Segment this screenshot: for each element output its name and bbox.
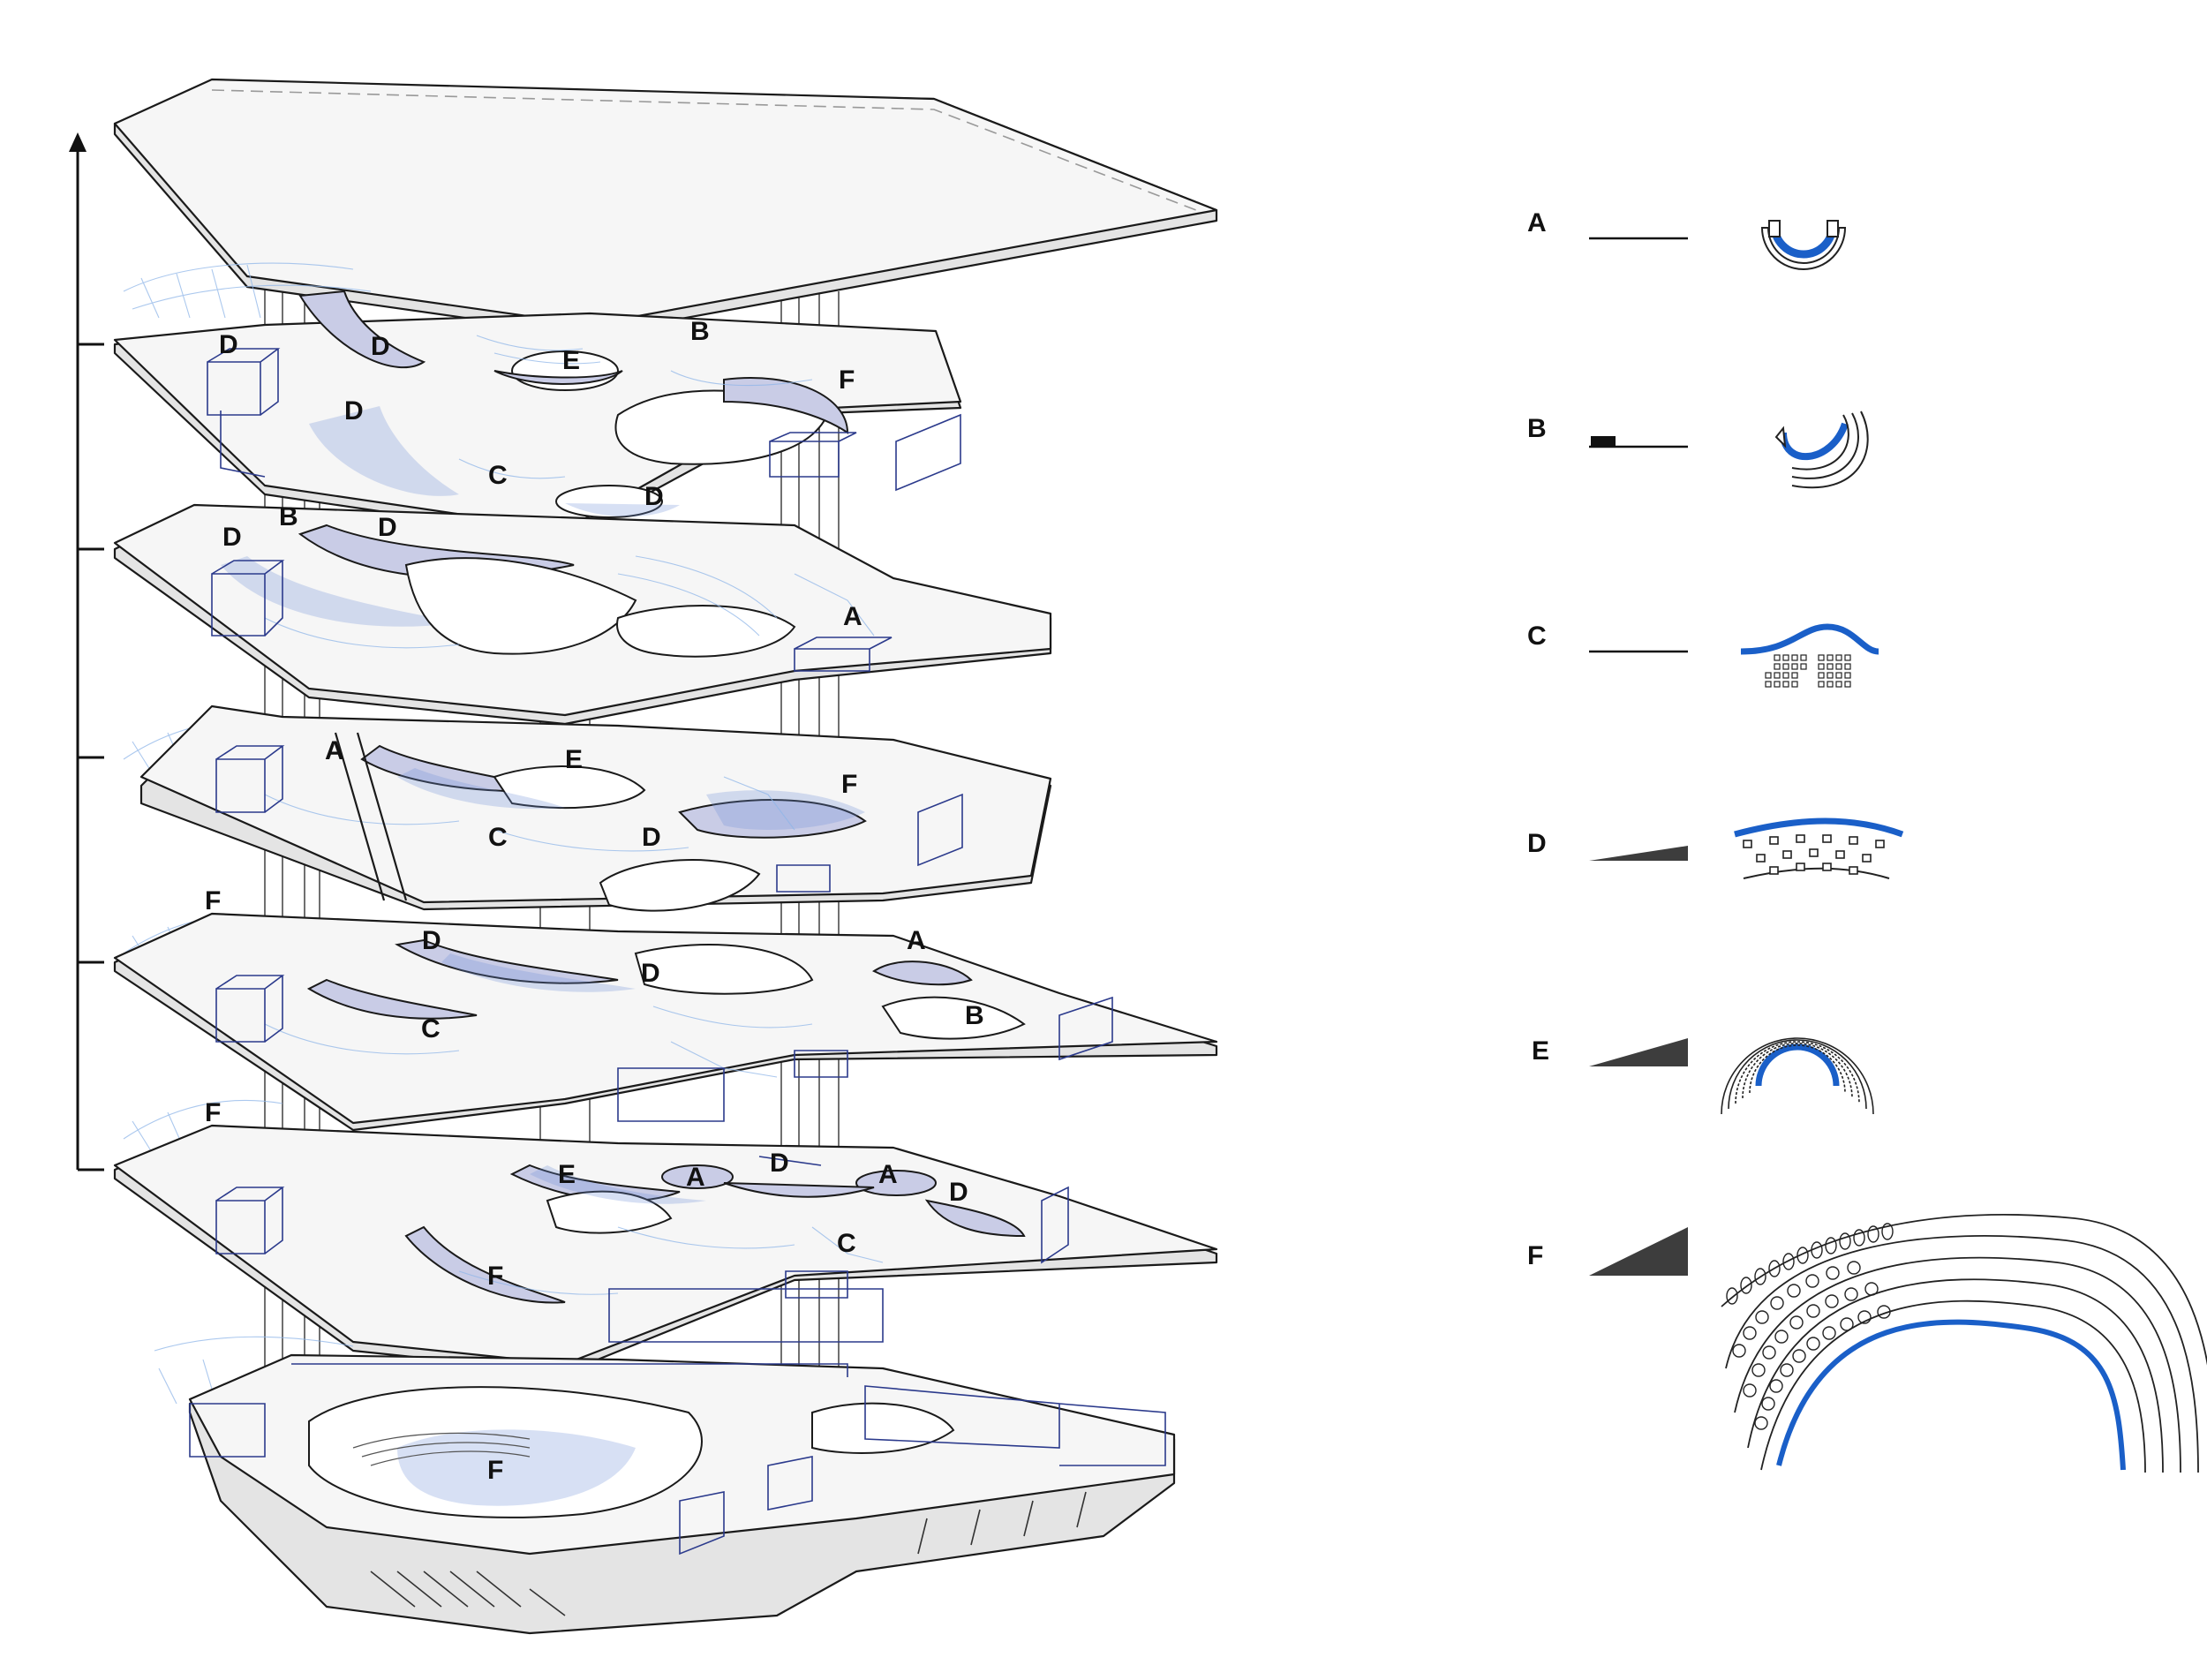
floor-label: E [558, 1160, 576, 1189]
floor-label: A [878, 1160, 898, 1189]
legend-row-a: A [1527, 208, 1847, 270]
double-curved-bench-icon [1774, 411, 1869, 489]
ring-auditorium-icon [1721, 1037, 1874, 1115]
floor-label: D [344, 396, 364, 426]
legend-row-b: B [1527, 411, 1869, 489]
arc-audience-seats-icon [1734, 817, 1904, 879]
floor-label: E [562, 346, 580, 375]
step-slope-icon [1589, 436, 1688, 448]
floor-label: F [205, 886, 221, 915]
wave-seating-grid-icon [1740, 623, 1879, 688]
building-tower: D D E B F D C D D B D A A E F C D F D A … [113, 78, 1218, 1635]
legend-letter: D [1527, 829, 1547, 858]
floor-label: D [222, 523, 242, 552]
floor-label: D [422, 926, 441, 955]
gentle-slope-icon [1589, 846, 1688, 861]
floor-label: F [205, 1098, 221, 1127]
floor-label: D [770, 1149, 789, 1178]
legend-letter: F [1527, 1241, 1543, 1270]
floor-label: D [642, 823, 661, 852]
floor-label: D [949, 1178, 968, 1207]
floor-label: B [965, 1001, 984, 1030]
steep-slope-icon [1589, 1227, 1688, 1276]
floor-level-3 [123, 704, 1052, 912]
floor-label: B [690, 317, 710, 346]
floor-label: A [325, 736, 344, 765]
floor-label: D [219, 330, 238, 359]
medium-slope-icon [1589, 1038, 1688, 1066]
floor-level-1 [113, 262, 962, 540]
legend-row-d: D [1527, 817, 1904, 879]
legend-letter: E [1532, 1036, 1549, 1066]
floor-label: D [378, 513, 397, 542]
floor-labels: D D E B F D C D D B D A A E F C D F D A … [205, 317, 984, 1485]
floor-label: A [686, 1163, 705, 1192]
floor-level-5 [113, 1099, 1218, 1375]
floor-level-2 [113, 503, 1052, 726]
podium-base [154, 1336, 1176, 1635]
floor-label: C [488, 461, 508, 490]
legend-row-c: C [1527, 622, 1879, 688]
legend-letter: A [1527, 208, 1547, 237]
floor-label: F [839, 365, 855, 395]
legend-row-e: E [1532, 1036, 1874, 1115]
floor-label: D [371, 332, 390, 361]
legend: A B C [1527, 208, 2207, 1473]
floor-label: C [488, 823, 508, 852]
floor-label: A [907, 926, 926, 955]
legend-letter: C [1527, 622, 1547, 651]
floor-label: F [487, 1456, 503, 1485]
small-curved-seat-icon [1760, 220, 1847, 270]
floor-label: F [487, 1262, 503, 1291]
legend-letter: B [1527, 414, 1547, 443]
floor-label: D [644, 482, 664, 511]
floor-label: D [641, 959, 660, 988]
legend-row-f: F [1527, 1214, 2207, 1473]
height-axis [69, 132, 104, 1171]
axis-arrow-icon [69, 132, 87, 152]
roof-slab [113, 78, 1218, 337]
floor-label: A [843, 602, 862, 631]
floor-label: C [837, 1229, 856, 1258]
floor-label: E [565, 745, 583, 774]
floor-label: F [841, 770, 857, 799]
floor-label: C [421, 1014, 441, 1043]
large-arc-amphitheater-icon [1721, 1214, 2207, 1473]
floor-level-4 [113, 912, 1218, 1132]
floor-label: B [279, 502, 298, 531]
